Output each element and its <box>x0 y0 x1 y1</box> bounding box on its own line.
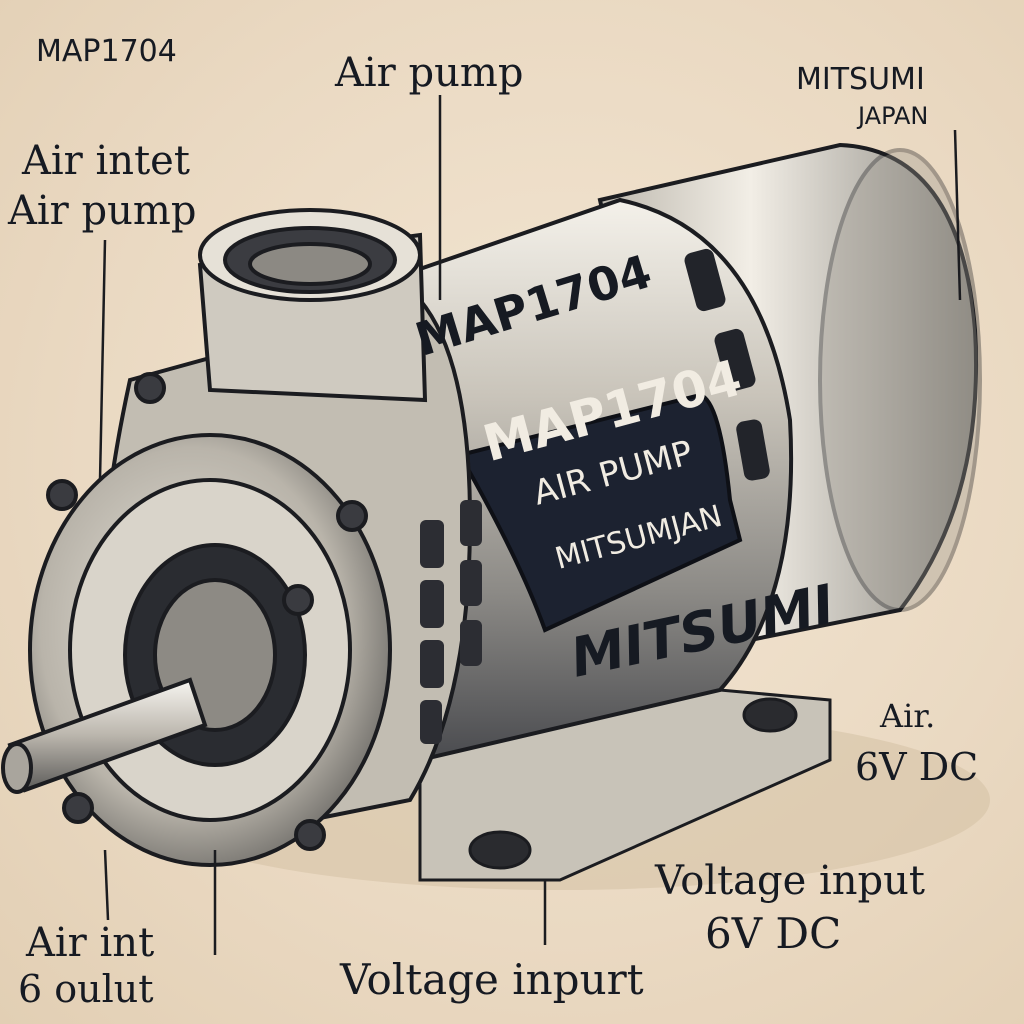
label-air-pump-top: Air pump <box>335 50 524 96</box>
label-volt-right-2: 6V DC <box>705 909 842 958</box>
label-volt-right: 6V DC <box>855 745 979 789</box>
shaft <box>1 677 208 794</box>
label-voltage-input-bottom: Voltage inpurt <box>340 955 644 1004</box>
label-air-pump-left: Air pump <box>8 188 197 234</box>
label-air-intet: Air intet <box>22 138 190 184</box>
leader-lines <box>98 95 962 955</box>
label-outlet-bottom: 6 oulut <box>18 967 154 1011</box>
air-inlet-nozzle <box>197 208 428 403</box>
label-brand-top-right: MITSUMI <box>796 62 925 97</box>
label-country-top-right: JAPAN <box>858 102 929 130</box>
label-air-right: Air. <box>880 697 936 735</box>
label-plate <box>456 392 743 633</box>
label-air-int-bottom: Air int <box>26 920 155 966</box>
label-voltage-input-right: Voltage input <box>655 858 925 904</box>
label-model-top-left: MAP1704 <box>36 34 177 69</box>
